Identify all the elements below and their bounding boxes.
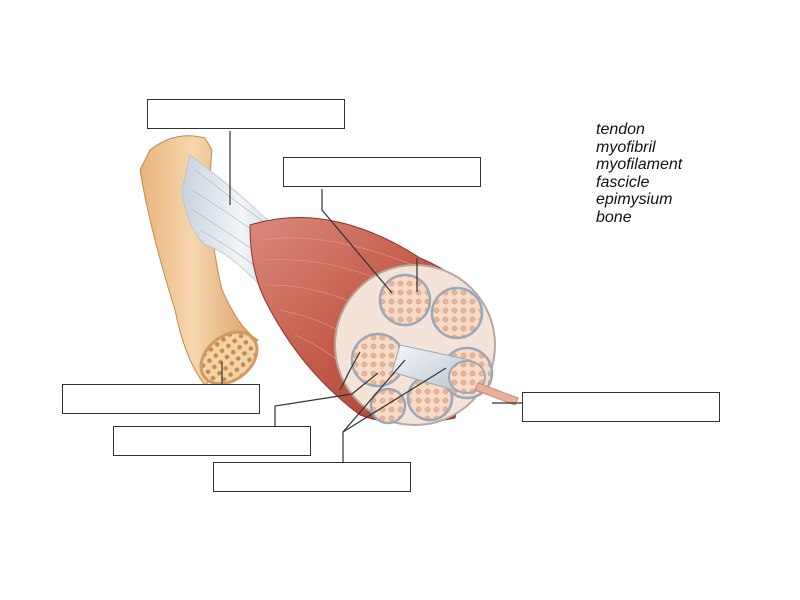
label-box-2[interactable] [283, 157, 481, 187]
leader-line-3b [339, 351, 361, 391]
word-bank-term-epimysium: epimysium [596, 191, 673, 208]
word-bank-term-myofilament: myofilament [596, 156, 683, 173]
word-bank: tendon myofibril myofilament fascicle ep… [596, 121, 682, 226]
leader-line-2 [321, 189, 393, 294]
label-box-1[interactable] [147, 99, 345, 129]
word-bank-term-fascicle: fascicle [596, 173, 650, 191]
muscle-cross-section [334, 264, 519, 426]
myofibril-strand [474, 382, 519, 406]
label-box-5[interactable] [213, 462, 411, 492]
label-box-6[interactable] [522, 392, 720, 422]
leader-line-5b [342, 367, 447, 433]
label-box-4[interactable] [113, 426, 311, 456]
word-bank-term-myofibril: myofibril [596, 138, 656, 156]
bone-cross-section [199, 330, 259, 386]
word-bank-term-bone: bone [596, 208, 632, 226]
leader-lines [221, 131, 522, 462]
bone-illustration [139, 135, 259, 386]
leader-line-4 [274, 372, 379, 426]
word-bank-term-tendon: tendon [596, 121, 645, 138]
label-box-3[interactable] [62, 384, 260, 414]
